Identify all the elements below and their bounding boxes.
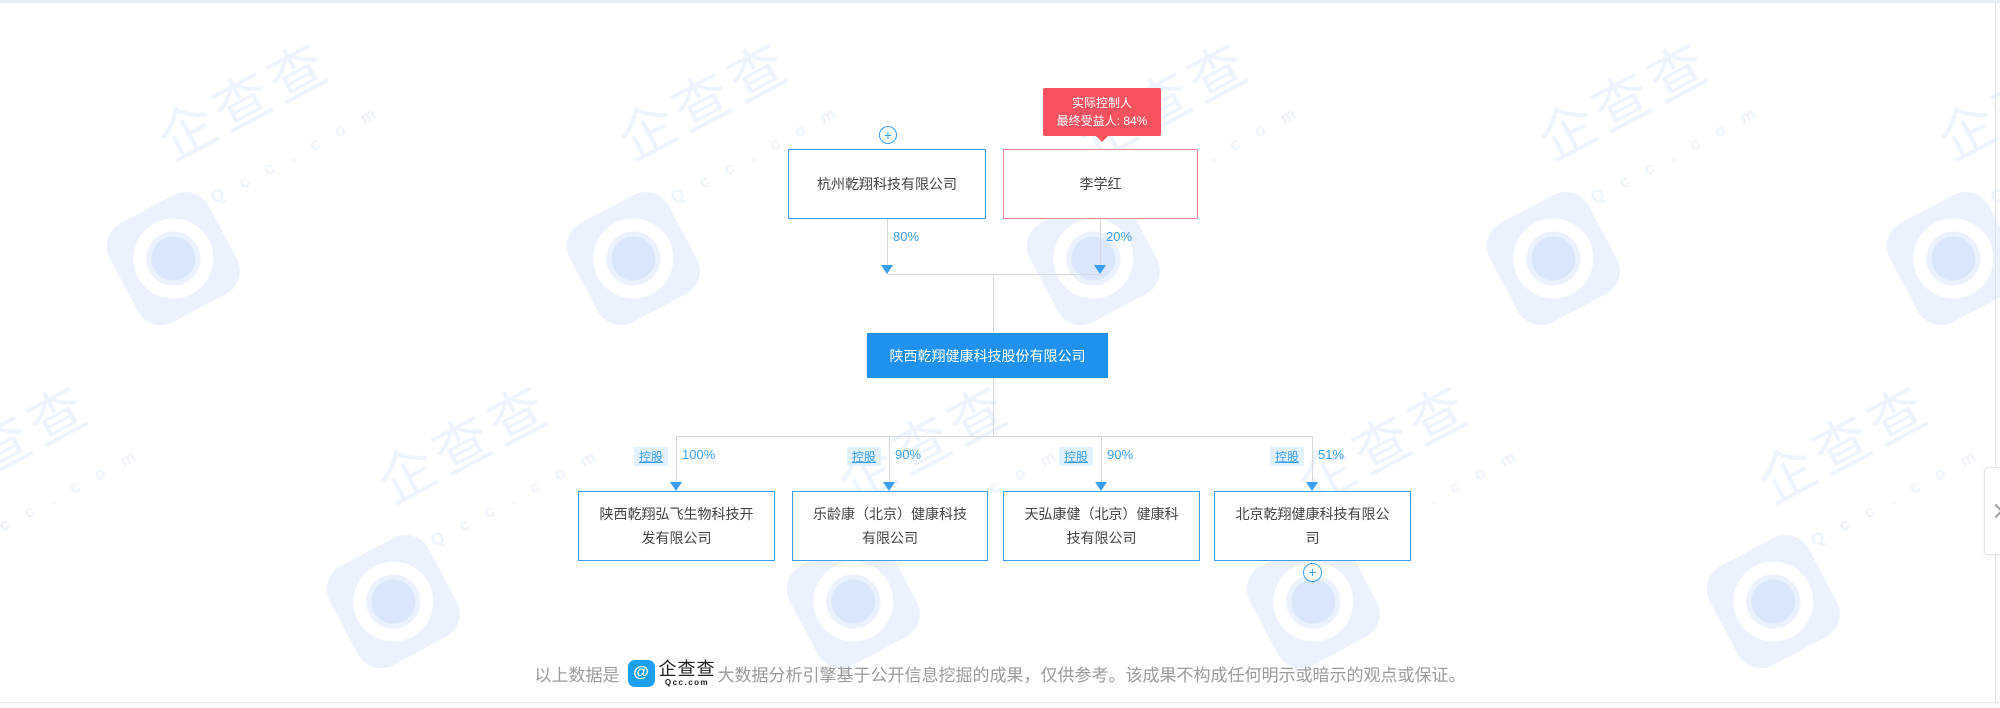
- expand-node-button[interactable]: +: [879, 126, 897, 144]
- holding-tag-link[interactable]: 控股: [1059, 447, 1094, 466]
- ownership-percent: 90%: [895, 447, 922, 462]
- connector-line: [1312, 436, 1313, 482]
- disclaimer-text: 大数据分析引擎基于公开信息挖掘的成果，仅供参考。该成果不构成任何明示或暗示的观点…: [717, 665, 1466, 685]
- arrow-down-icon: [1094, 265, 1106, 274]
- node-label: 杭州乾翔科技有限公司: [817, 176, 957, 192]
- expand-panel-button[interactable]: [1984, 467, 2000, 555]
- qcc-brand-domain: Qcc.com: [664, 677, 710, 687]
- ownership-percent: 100%: [682, 447, 716, 462]
- node-subsidiary-2[interactable]: 乐龄康（北京）健康科技有限公司: [792, 491, 988, 561]
- badge-line1: 实际控制人: [1071, 96, 1132, 110]
- ownership-percent: 51%: [1318, 447, 1345, 462]
- bottom-divider: [0, 702, 2000, 708]
- connector-line: [889, 436, 890, 482]
- connector-line: [887, 219, 888, 266]
- holding-tag-link[interactable]: 控股: [634, 447, 669, 466]
- node-parent-company[interactable]: 杭州乾翔科技有限公司: [788, 149, 986, 219]
- disclaimer-prefix: 以上数据是: [534, 665, 620, 685]
- node-label: 北京乾翔健康科技有限公司: [1235, 506, 1390, 546]
- arrow-down-icon: [1095, 482, 1107, 491]
- arrow-down-icon: [883, 482, 895, 491]
- arrow-down-icon: [670, 482, 682, 491]
- node-actual-controller[interactable]: 李学红: [1003, 149, 1198, 219]
- plus-icon: +: [1308, 564, 1317, 580]
- node-label: 李学红: [1079, 176, 1122, 192]
- holding-tag-link[interactable]: 控股: [1270, 447, 1305, 466]
- node-label: 乐龄康（北京）健康科技有限公司: [813, 506, 967, 546]
- ownership-percent: 80%: [893, 229, 920, 244]
- qcc-brand-name: 企查查: [658, 658, 716, 679]
- actual-controller-badge: 实际控制人 最终受益人: 84%: [1043, 88, 1161, 142]
- qcc-brand: 企查查 Qcc.com: [659, 660, 716, 687]
- node-subsidiary-4[interactable]: 北京乾翔健康科技有限公司: [1214, 491, 1411, 561]
- qcc-logo-icon: @: [627, 659, 655, 687]
- connector-line: [887, 274, 1101, 275]
- holding-tag-link[interactable]: 控股: [847, 447, 882, 466]
- connector-line: [1101, 436, 1102, 482]
- top-divider: [0, 0, 2000, 3]
- node-root-company[interactable]: 陕西乾翔健康科技股份有限公司: [867, 333, 1108, 378]
- node-subsidiary-1[interactable]: 陕西乾翔弘飞生物科技开发有限公司: [578, 491, 775, 561]
- node-subsidiary-3[interactable]: 天弘康健（北京）健康科技有限公司: [1003, 491, 1200, 561]
- expand-node-button[interactable]: +: [1303, 563, 1322, 582]
- node-label: 陕西乾翔健康科技股份有限公司: [889, 347, 1086, 364]
- plus-icon: +: [883, 127, 893, 143]
- ownership-percent: 90%: [1107, 447, 1134, 462]
- connector-line: [676, 436, 677, 482]
- connector-line: [676, 436, 1313, 437]
- connector-line: [993, 274, 994, 333]
- node-label: 陕西乾翔弘飞生物科技开发有限公司: [599, 506, 754, 546]
- ownership-percent: 20%: [1106, 229, 1133, 244]
- disclaimer: 以上数据是 @ 企查查 Qcc.com 大数据分析引擎基于公开信息挖掘的成果，仅…: [0, 650, 2000, 696]
- node-label: 天弘康健（北京）健康科技有限公司: [1024, 506, 1179, 546]
- badge-line2: 最终受益人: 84%: [1056, 114, 1148, 128]
- panel-divider: [1995, 3, 1996, 702]
- connector-line: [993, 378, 994, 436]
- arrow-down-icon: [1306, 482, 1318, 491]
- connector-line: [1100, 219, 1101, 266]
- arrow-down-icon: [881, 265, 893, 274]
